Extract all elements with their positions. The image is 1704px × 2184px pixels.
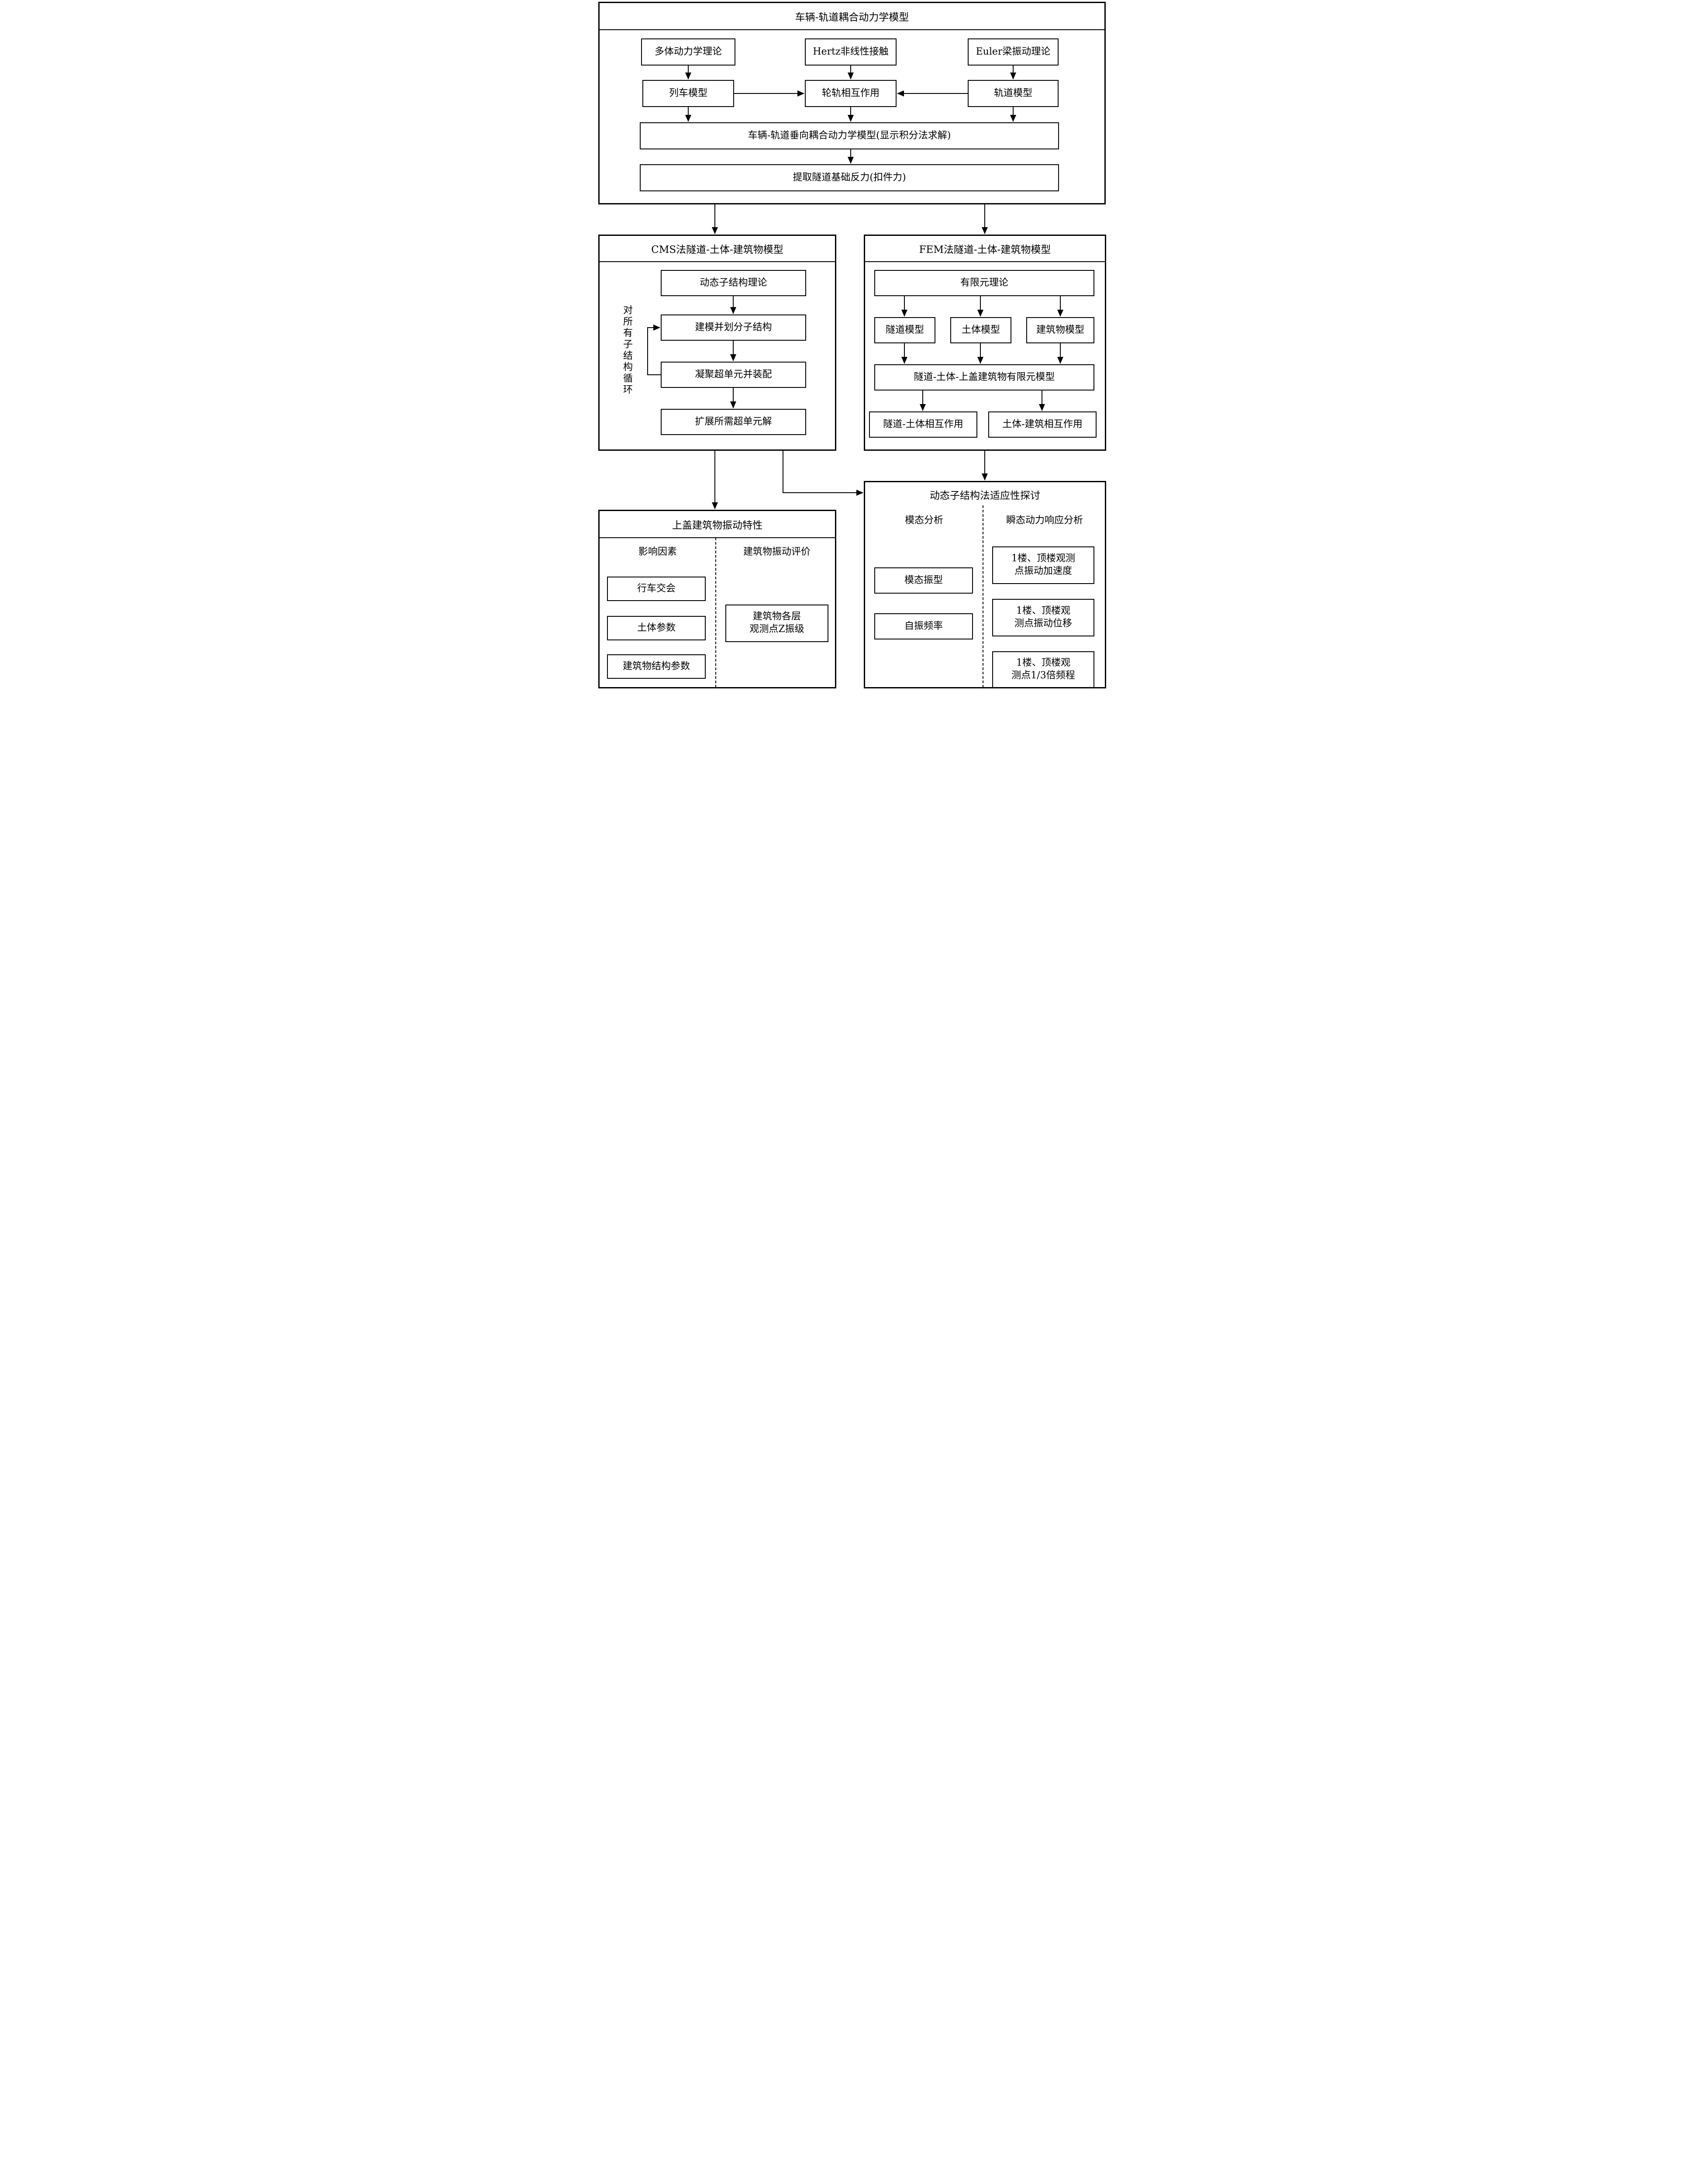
node-observation-third-octave: 1楼、顶楼观测点1/3倍频程 [992, 651, 1094, 688]
node-traffic-meeting: 行车交会 [607, 577, 706, 601]
header-modal-analysis: 模态分析 [904, 515, 943, 526]
loop-label: 对所有子结构循环 [621, 305, 632, 396]
header-influence-factors: 影响因素 [638, 546, 677, 557]
node-tunnel-model: 隧道模型 [874, 317, 935, 343]
node-train-model: 列车模型 [642, 80, 734, 107]
section-fem-title: FEM法隧道-土体-建筑物模型 [865, 236, 1105, 262]
node-tunnel-soil-interaction: 隧道-土体相互作用 [869, 411, 977, 438]
node-building-model: 建筑物模型 [1026, 317, 1094, 343]
node-track-model: 轨道模型 [968, 80, 1059, 107]
node-soil-building-interaction: 土体-建筑相互作用 [988, 411, 1097, 438]
section-building-vibration-title: 上盖建筑物振动特性 [600, 511, 835, 538]
flowchart-canvas: 车辆-轨道耦合动力学模型 CMS法隧道-土体-建筑物模型 FEM法隧道-土体-建… [597, 0, 1107, 690]
node-euler-beam-theory: Euler梁振动理论 [968, 38, 1059, 66]
node-coupled-dynamics-model: 车辆-轨道垂向耦合动力学模型(显示积分法求解) [640, 122, 1059, 149]
node-multibody-theory: 多体动力学理论 [641, 38, 735, 66]
node-observation-displacement: 1楼、顶楼观测点振动位移 [992, 599, 1094, 636]
node-substructure-theory: 动态子结构理论 [661, 270, 806, 296]
node-hertz-contact: Hertz非线性接触 [805, 38, 897, 66]
node-extract-fastener-force: 提取隧道基础反力(扣件力) [640, 164, 1059, 191]
header-vibration-evaluation: 建筑物振动评价 [743, 546, 811, 557]
section-cms-title: CMS法隧道-土体-建筑物模型 [600, 236, 835, 262]
node-fem-combined-model: 隧道-土体-上盖建筑物有限元模型 [874, 364, 1094, 390]
vibration-column-divider [715, 538, 716, 688]
node-fem-theory: 有限元理论 [874, 270, 1094, 296]
node-expand-superelement: 扩展所需超单元解 [661, 409, 806, 435]
node-mode-shape: 模态振型 [874, 567, 973, 594]
header-transient-analysis: 瞬态动力响应分析 [1006, 515, 1083, 526]
arrow [783, 451, 863, 496]
node-building-structure-parameters: 建筑物结构参数 [607, 654, 706, 679]
node-soil-model: 土体模型 [950, 317, 1011, 343]
node-wheel-rail-interaction: 轮轨相互作用 [805, 80, 897, 107]
node-condense-superelement: 凝聚超单元并装配 [661, 362, 806, 388]
section-substructure-title: 动态子结构法适应性探讨 [930, 490, 1040, 501]
node-soil-parameters: 土体参数 [607, 616, 706, 640]
node-observation-acceleration: 1楼、顶楼观测点振动加速度 [992, 546, 1094, 584]
node-natural-frequency: 自振频率 [874, 613, 973, 639]
node-model-partition: 建模并划分子结构 [661, 314, 806, 341]
section-vehicle-track-title: 车辆-轨道耦合动力学模型 [600, 3, 1104, 30]
node-z-vibration-level: 建筑物各层观测点Z振级 [725, 605, 828, 642]
